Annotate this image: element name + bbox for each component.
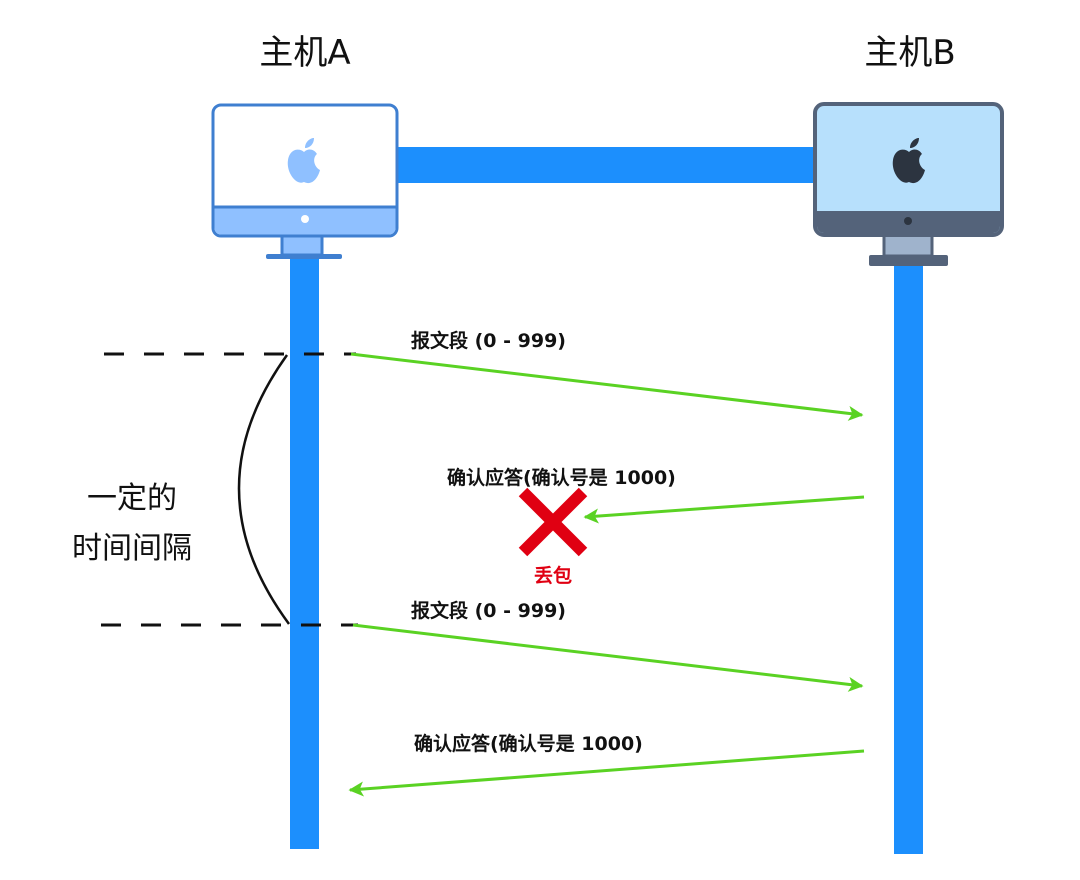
message-arrow-1 — [350, 352, 864, 421]
message-arrow-2 — [583, 495, 865, 524]
packet-loss-label: 丢包 — [534, 564, 572, 587]
message-label-4: 确认应答(确认号是 1000) — [414, 732, 643, 755]
interval-brace-curve — [237, 354, 291, 625]
message-label-1: 报文段 (0 - 999) — [411, 329, 566, 352]
host-a-computer-icon — [211, 103, 399, 259]
interval-label-line2: 时间间隔 — [72, 531, 192, 566]
network-link — [396, 147, 818, 183]
host-a-timeline — [290, 258, 319, 849]
host-b-title: 主机B — [864, 33, 955, 73]
message-label-3: 报文段 (0 - 999) — [411, 599, 566, 622]
message-label-2: 确认应答(确认号是 1000) — [447, 466, 676, 489]
message-arrow-4 — [348, 749, 865, 797]
message-arrow-3 — [352, 623, 864, 692]
host-a-title: 主机A — [259, 33, 350, 73]
cross-icon — [518, 487, 588, 557]
host-b-timeline — [894, 264, 923, 854]
interval-label-line1: 一定的 — [87, 481, 177, 516]
host-b-computer-icon — [813, 102, 1004, 266]
